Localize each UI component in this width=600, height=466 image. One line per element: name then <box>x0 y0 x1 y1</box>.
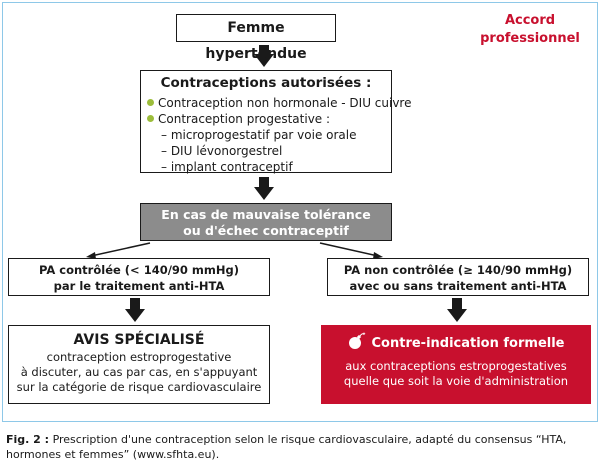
intolerance-line1: En cas de mauvaise tolérance <box>161 207 371 222</box>
contraception-item-text: Contraception progestative : <box>158 112 331 126</box>
green-bullet-icon <box>147 99 154 106</box>
contraception-item: Contraception non hormonale - DIU cuivre <box>147 95 412 111</box>
pa-controlled-line1: PA contrôlée (< 140/90 mmHg) <box>39 263 239 277</box>
caption-text: Prescription d'une contraception selon l… <box>6 433 567 461</box>
contre-indication-line2: quelle que soit la voie d'administration <box>343 374 569 388</box>
bomb-icon <box>348 332 365 349</box>
green-bullet-icon <box>147 115 154 122</box>
avis-title: AVIS SPÉCIALISÉ <box>73 332 205 348</box>
accord-line2: professionnel <box>480 31 580 46</box>
contre-indication-line1: aux contraceptions estroprogestatives <box>345 359 567 373</box>
figure-caption: Fig. 2 : Prescription d'une contraceptio… <box>6 432 596 462</box>
avis-line3: sur la catégorie de risque cardiovascula… <box>16 380 262 394</box>
pa-uncontrolled-line2: avec ou sans traitement anti-HTA <box>349 279 567 293</box>
arrow-diagonal-right <box>319 242 383 259</box>
contraception-item-text: Contraception non hormonale - DIU cuivre <box>158 96 412 110</box>
node-pa-non-controlee: PA non contrôlée (≥ 140/90 mmHg) avec ou… <box>327 258 589 296</box>
accord-professionnel-label: Accord professionnel <box>470 12 590 48</box>
node-femme-hypertendue-label: Femme hypertendue <box>205 20 307 62</box>
contraception-item: Contraception progestative : <box>147 111 385 127</box>
node-contre-indication: Contre-indication formelle aux contracep… <box>321 325 591 404</box>
pa-controlled-line2: par le traitement anti-HTA <box>53 279 225 293</box>
node-avis-specialise: AVIS SPÉCIALISÉ contraception estroproge… <box>8 325 270 404</box>
contraceptions-title: Contraceptions autorisées : <box>160 75 372 91</box>
arrow-down-2 <box>254 177 274 200</box>
node-femme-hypertendue: Femme hypertendue <box>176 14 336 62</box>
node-pa-controlee: PA contrôlée (< 140/90 mmHg) par le trai… <box>8 258 270 296</box>
intolerance-line2: ou d'échec contraceptif <box>183 223 349 238</box>
contraception-subitem: – DIU lévonorgestrel <box>161 144 283 158</box>
node-mauvaise-tolerance: En cas de mauvaise tolérance ou d'échec … <box>140 203 392 241</box>
arrow-down-1 <box>254 45 274 67</box>
contraception-subitem: – implant contraceptif <box>161 160 293 174</box>
contre-indication-title: Contre-indication formelle <box>371 336 565 351</box>
avis-line2: à discuter, au cas par cas, en s'appuyan… <box>20 365 258 379</box>
arrow-down-left <box>125 298 145 322</box>
avis-line1: contraception estroprogestative <box>46 350 232 364</box>
accord-line1: Accord <box>504 13 556 28</box>
arrow-diagonal-left <box>86 242 151 259</box>
pa-uncontrolled-line1: PA non contrôlée (≥ 140/90 mmHg) <box>343 263 573 277</box>
arrow-down-right <box>447 298 467 322</box>
caption-label: Fig. 2 : <box>6 433 50 446</box>
contre-indication-heading: Contre-indication formelle <box>322 332 590 353</box>
node-contraceptions-autorisees: Contraceptions autorisées : Contraceptio… <box>140 70 412 174</box>
contraception-subitem: – microprogestatif par voie orale <box>161 128 357 142</box>
